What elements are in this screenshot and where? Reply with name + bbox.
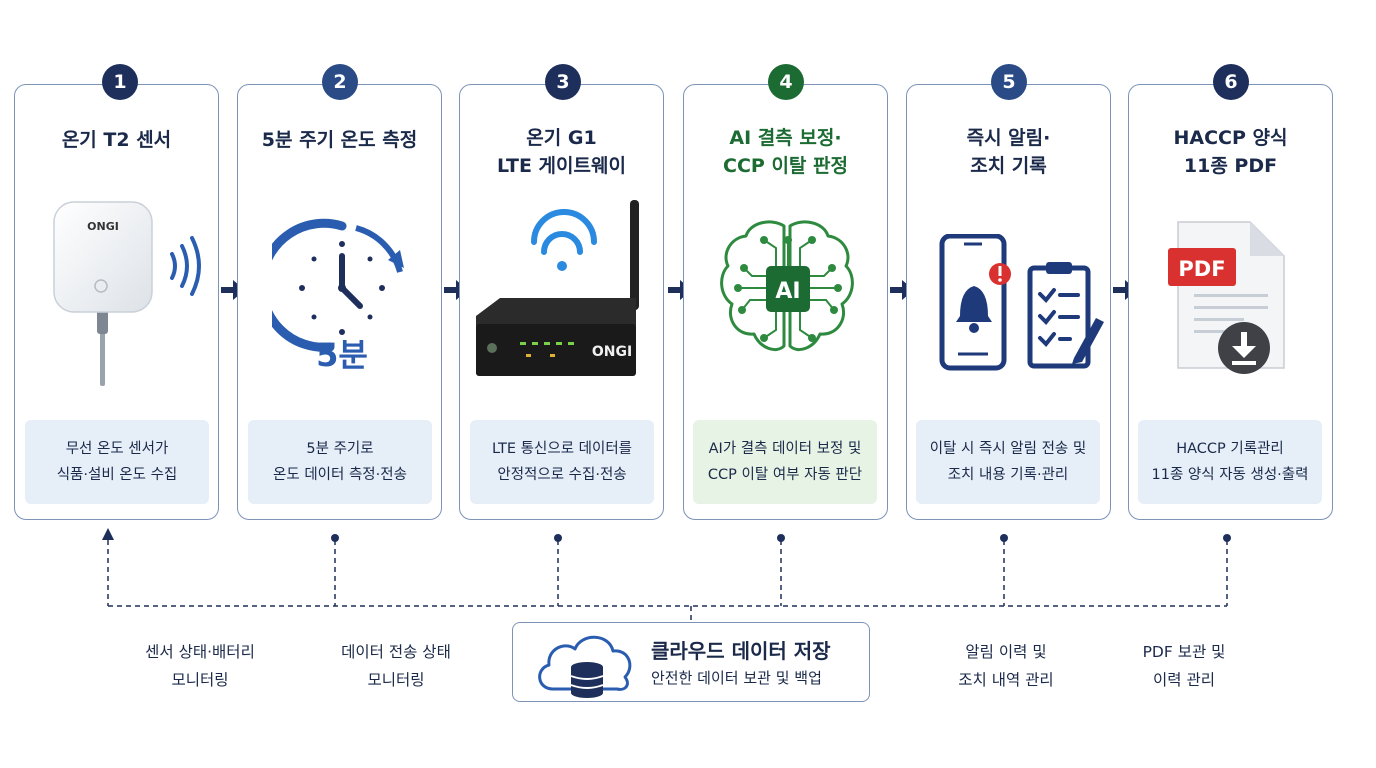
gateway-brand-label: ONGI — [592, 344, 632, 360]
cloud-subtitle: 안전한 데이터 보관 및 백업 — [651, 669, 822, 687]
sensor-brand-label: ONGI — [87, 220, 119, 233]
alert-phone-icon — [939, 234, 1011, 371]
step-title-1: 온기 T2 센서 — [61, 129, 172, 151]
step-title-4: AI 결측 보정· CCP 이탈 판정 — [723, 127, 848, 177]
pdf-document-icon: PDF — [1168, 221, 1285, 374]
step-title-5: 즉시 알림· 조치 기록 — [966, 127, 1051, 177]
step-desc-3: LTE 통신으로 데이터를 안정적으로 수집·전송 — [470, 420, 654, 504]
cloud-title: 클라우드 데이터 저장 — [651, 639, 831, 663]
bottom-note-2: 데이터 전송 상태 모니터링 — [341, 643, 451, 689]
step-desc-4: AI가 결측 데이터 보정 및 CCP 이탈 여부 자동 판단 — [693, 420, 877, 504]
ai-brain-icon: AI — [720, 220, 854, 351]
pdf-label: PDF — [1178, 257, 1225, 281]
step-desc-1: 무선 온도 센서가 식품·설비 온도 수집 — [25, 420, 209, 504]
clock-icon: 5분 — [272, 218, 404, 374]
step-badge-1: 1 — [102, 64, 138, 100]
bottom-note-4: PDF 보관 및 이력 관리 — [1142, 643, 1226, 689]
step-desc-5: 이탈 시 즉시 알림 전송 및 조치 내용 기록·관리 — [916, 420, 1100, 504]
bottom-note-1: 센서 상태·배터리 모니터링 — [145, 643, 255, 689]
step-title-2: 5분 주기 온도 측정 — [261, 129, 418, 151]
step-badge-3: 3 — [545, 64, 581, 100]
step-desc-6: HACCP 기록관리 11종 양식 자동 생성·출력 — [1138, 420, 1322, 504]
clock-interval-label: 5분 — [316, 336, 368, 374]
lte-gateway-icon: ONGI — [476, 200, 639, 376]
cloud-storage-box: 클라우드 데이터 저장 안전한 데이터 보관 및 백업 — [512, 622, 870, 702]
checklist-icon — [1027, 262, 1104, 369]
step-badge-2: 2 — [322, 64, 358, 100]
step-badge-5: 5 — [991, 64, 1027, 100]
step-desc-2: 5분 주기로 온도 데이터 측정·전송 — [248, 420, 432, 504]
data-flow-connectors — [102, 528, 1231, 620]
bottom-note-3: 알림 이력 및 조치 내역 관리 — [958, 643, 1054, 689]
cloud-database-icon — [538, 635, 632, 698]
step-title-6: HACCP 양식 11종 PDF — [1173, 127, 1288, 177]
step-badge-4: 4 — [768, 64, 804, 100]
step-title-3: 온기 G1 LTE 게이트웨이 — [497, 127, 626, 177]
ai-chip-label: AI — [775, 279, 800, 304]
step-badge-6: 6 — [1213, 64, 1249, 100]
temperature-sensor-icon: ONGI — [53, 201, 201, 386]
